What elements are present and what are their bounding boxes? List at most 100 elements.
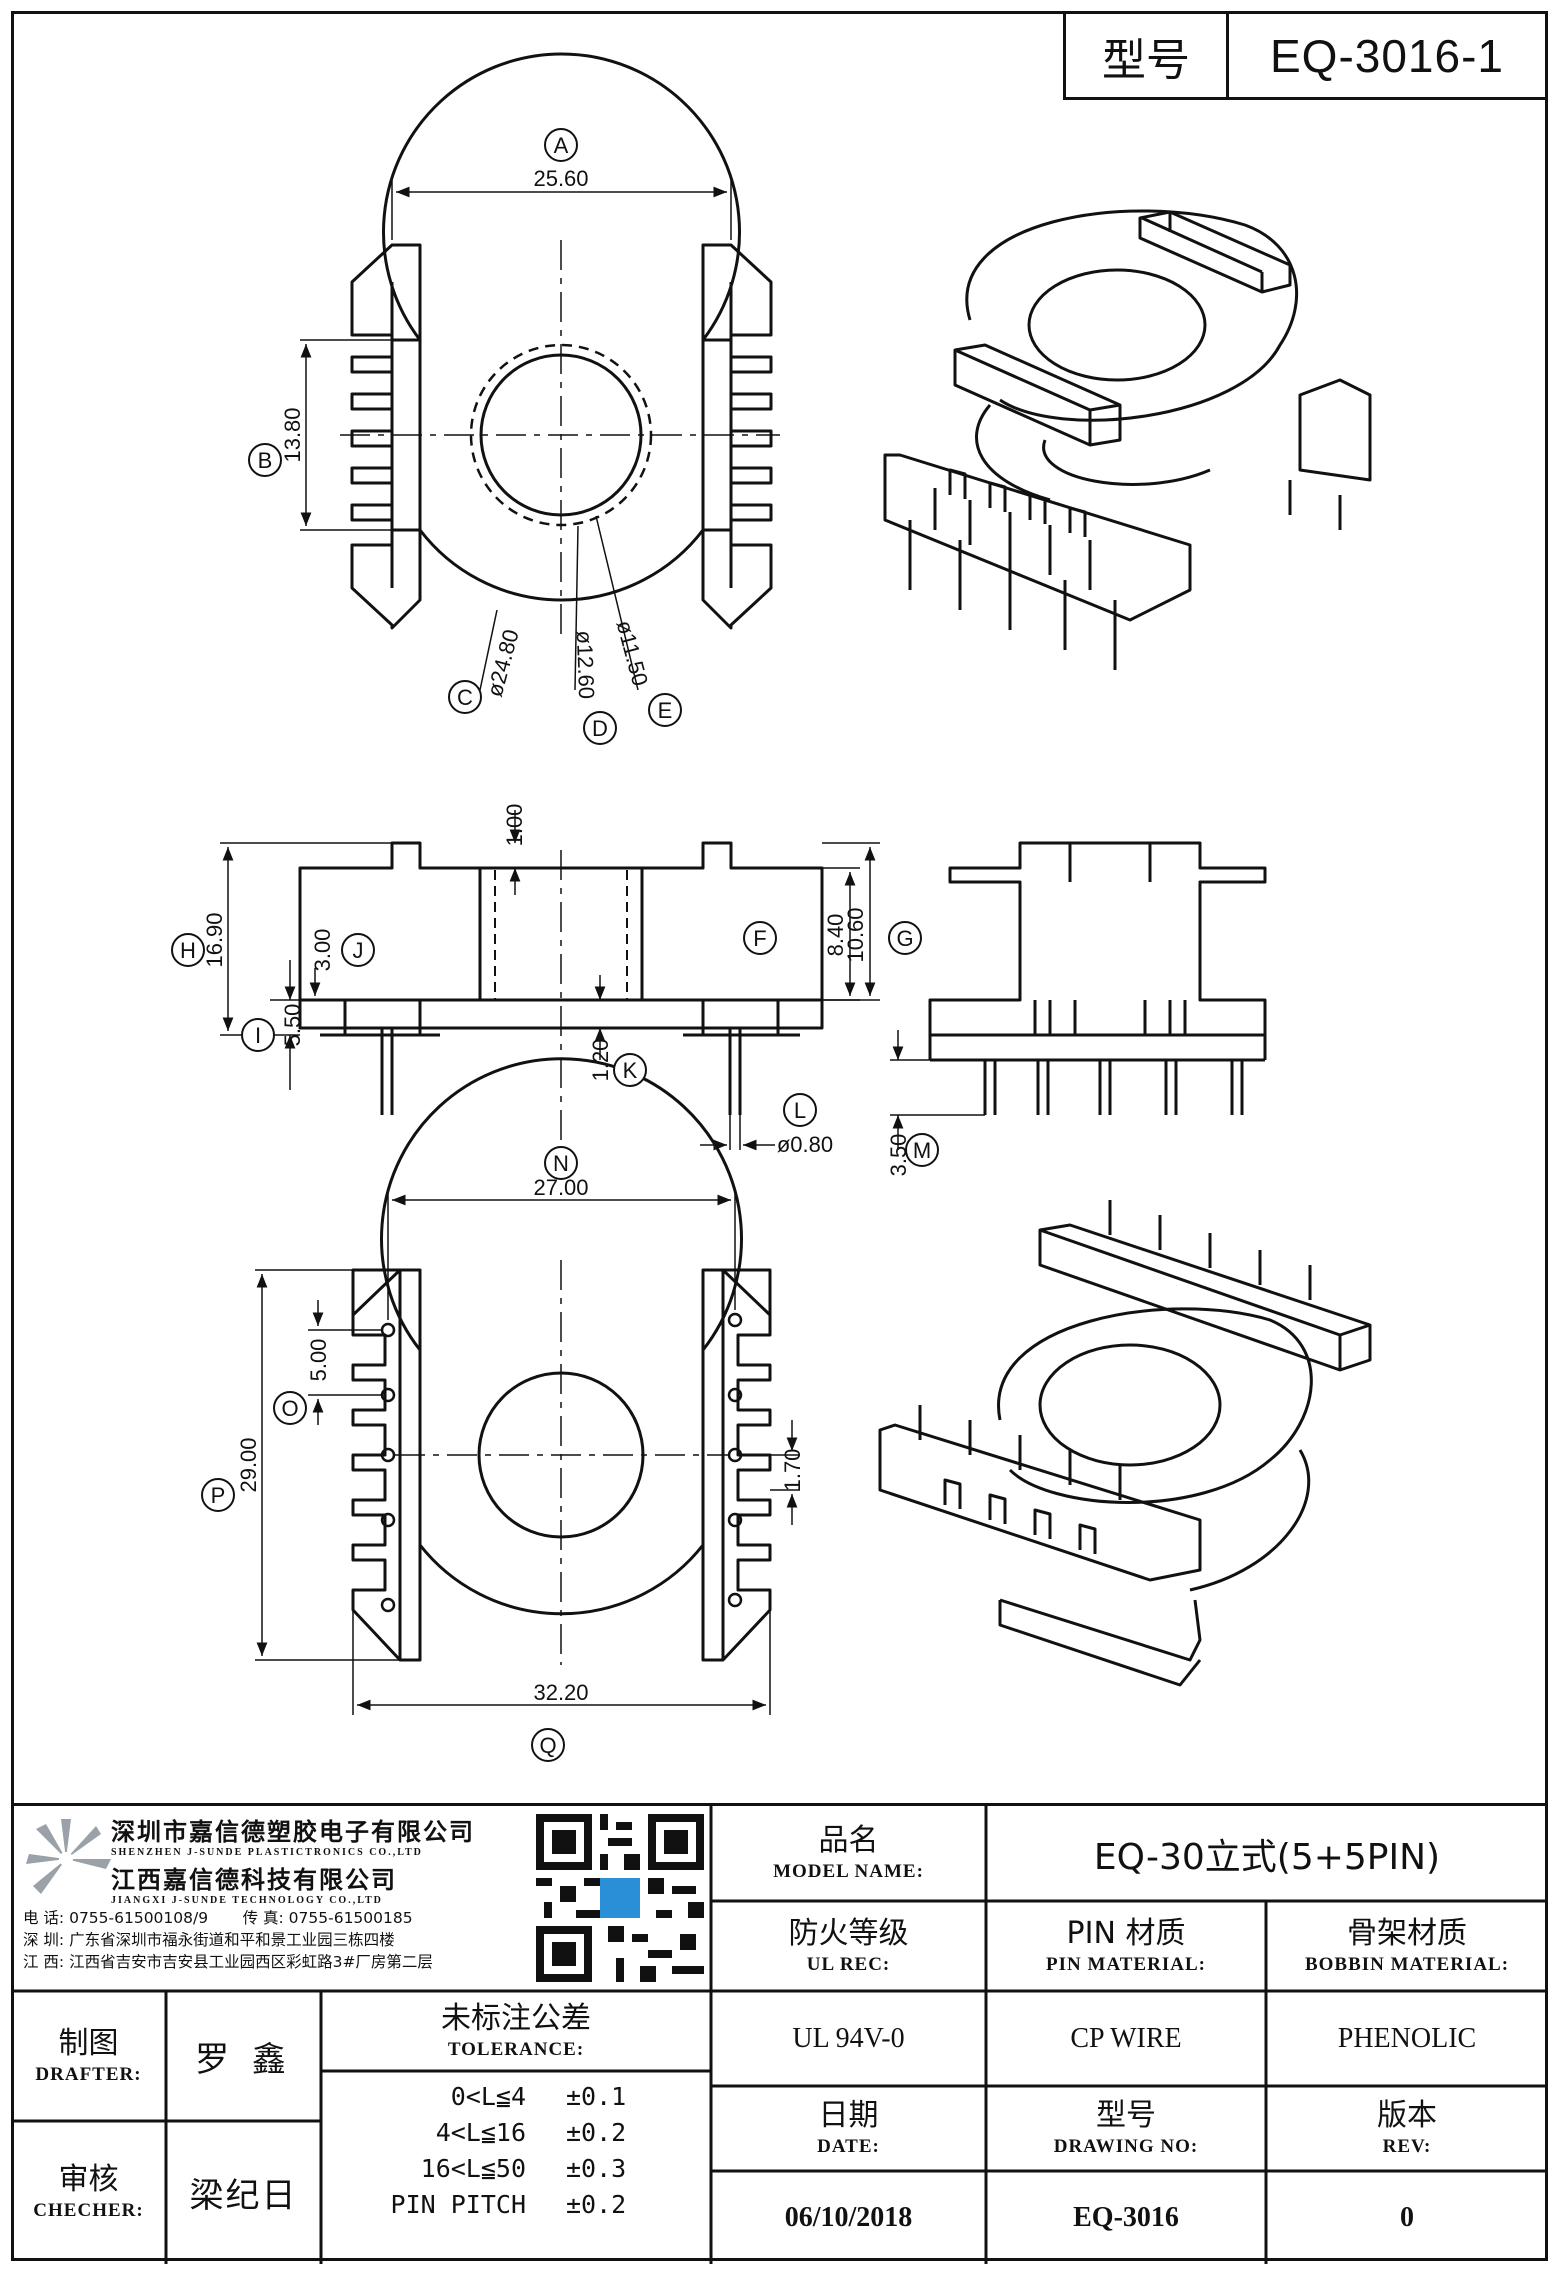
tolerance-row: 16<L≦50 ±0.3 <box>321 2150 711 2186</box>
company-phone: 电 话: 0755-61500108/9 <box>23 1909 209 1927</box>
front-view <box>220 810 880 1151</box>
model-label: 型号 <box>1066 14 1229 97</box>
title-block: 深圳市嘉信德塑胶电子有限公司 SHENZHEN J-SUNDE PLASTICT… <box>11 1803 1548 2264</box>
callout-O: O <box>281 1396 298 1421</box>
bobbin-material-zh: 骨架材质 <box>1347 1915 1467 1951</box>
dim-I: 5.50 <box>280 1004 305 1047</box>
company-name-jx: 江西嘉信德科技有限公司 <box>111 1866 397 1894</box>
top-view <box>300 52 780 691</box>
pin-material-header: PIN 材质 PIN MATERIAL: <box>986 1901 1266 1991</box>
company-phone-fax: 电 话: 0755-61500108/9 传 真: 0755-61500185 <box>23 1906 433 1928</box>
callout-C: C <box>457 685 473 710</box>
dim-pitch: 1.70 <box>780 1449 805 1492</box>
dim-K: 1.20 <box>588 1039 613 1082</box>
qr-code <box>536 1814 704 1982</box>
callout-J: J <box>353 938 364 963</box>
dim-O: 5.00 <box>306 1339 331 1382</box>
company-addr-jx: 江 西: 江西省吉安市吉安县工业园西区彩虹路3#厂房第二层 <box>23 1953 433 1971</box>
dim-D: ø12.60 <box>572 630 599 699</box>
bobbin-material-value: PHENOLIC <box>1337 2022 1477 2054</box>
callout-Q: Q <box>539 1733 556 1758</box>
dim-M: 3.50 <box>886 1134 911 1177</box>
ul-rec-header: 防火等级 UL REC: <box>711 1901 986 1991</box>
drafter-value-cell: 罗 鑫 <box>166 1991 321 2121</box>
rev-zh: 版本 <box>1377 2098 1437 2133</box>
drawing-no-header: 型号 DRAWING NO: <box>986 2086 1266 2171</box>
checker-value: 梁纪日 <box>189 2176 298 2216</box>
drawing-no-zh: 型号 <box>1096 2098 1156 2133</box>
model-value: EQ-3016-1 <box>1269 29 1504 82</box>
pin-material-en: PIN MATERIAL: <box>1046 1953 1206 1975</box>
engineering-drawing: A B C D E F G H I J K L M N O P Q 25.60 … <box>171 52 1372 1762</box>
rev-value: 0 <box>1400 2201 1414 2233</box>
tolerance-row: PIN PITCH ±0.2 <box>321 2186 711 2222</box>
model-box: 型号 EQ-3016-1 <box>1063 14 1545 100</box>
model-name-value: EQ-30立式(5+5PIN) <box>1093 1836 1441 1878</box>
pin-material-value-cell: CP WIRE <box>986 1991 1266 2086</box>
callout-B: B <box>258 448 273 473</box>
tolerance-en: TOLERANCE: <box>447 2038 585 2060</box>
company-logo <box>26 1819 111 1894</box>
drafter-value: 罗 鑫 <box>195 2039 292 2080</box>
title-block-grid <box>11 1806 1548 2264</box>
tol-value: ±0.1 <box>566 2081 627 2111</box>
callout-G: G <box>896 926 913 951</box>
iso-view-top <box>883 209 1372 670</box>
callout-I: I <box>255 1023 261 1048</box>
ul-rec-zh: 防火等级 <box>788 1915 909 1951</box>
company-name-jx-en: JIANGXI J-SUNDE TECHNOLOGY CO.,LTD <box>111 1895 383 1906</box>
company-block: 深圳市嘉信德塑胶电子有限公司 SHENZHEN J-SUNDE PLASTICT… <box>11 1806 711 1991</box>
drawing-no-value: EQ-3016 <box>1073 2201 1179 2233</box>
ul-rec-value-cell: UL 94V-0 <box>711 1991 986 2086</box>
tolerance-table: 0<L≦4 ±0.1 4<L≦16 ±0.2 16<L≦50 ±0.3 PIN … <box>321 2078 711 2222</box>
tolerance-zh: 未标注公差 <box>441 2000 591 2036</box>
company-fax: 传 真: 0755-61500185 <box>242 1909 413 1927</box>
callout-F: F <box>753 926 766 951</box>
dim-N: 27.00 <box>533 1175 588 1200</box>
bobbin-material-value-cell: PHENOLIC <box>1266 1991 1548 2086</box>
date-value: 06/10/2018 <box>784 2201 913 2233</box>
tol-range: PIN PITCH <box>390 2189 526 2219</box>
callout-E: E <box>658 698 673 723</box>
tol-value: ±0.3 <box>566 2153 627 2183</box>
date-zh: 日期 <box>818 2098 879 2133</box>
side-view <box>890 841 1267 1150</box>
drafter-header: 制图 DRAFTER: <box>11 1991 166 2121</box>
bobbin-material-en: BOBBIN MATERIAL: <box>1304 1953 1510 1975</box>
dim-P: 29.00 <box>236 1437 261 1492</box>
callout-H: H <box>180 938 196 963</box>
company-addr-sz: 深 圳: 广东省深圳市福永街道和平和景工业园三栋四楼 <box>23 1931 395 1949</box>
rev-header: 版本 REV: <box>1266 2086 1548 2171</box>
tolerance-row: 0<L≦4 ±0.1 <box>321 2078 711 2114</box>
callout-D: D <box>592 716 608 741</box>
callout-P: P <box>211 1483 226 1508</box>
tol-value: ±0.2 <box>566 2189 627 2219</box>
model-name-en: MODEL NAME: <box>773 1861 924 1882</box>
date-header: 日期 DATE: <box>711 2086 986 2171</box>
bobbin-material-header: 骨架材质 BOBBIN MATERIAL: <box>1266 1901 1548 1991</box>
callout-L: L <box>794 1098 806 1123</box>
rev-value-cell: 0 <box>1266 2171 1548 2264</box>
drawing-no-en: DRAWING NO: <box>1053 2136 1199 2157</box>
callout-M: M <box>913 1138 931 1163</box>
callout-N: N <box>553 1151 569 1176</box>
drafter-zh: 制图 <box>58 2025 119 2061</box>
dim-H: 16.90 <box>202 912 227 967</box>
dim-Q: 32.20 <box>533 1680 588 1705</box>
pin-material-zh: PIN 材质 <box>1066 1915 1186 1951</box>
callouts: A B C D E F G H I J K L M N O P Q <box>171 128 939 1762</box>
tol-range: 16<L≦50 <box>420 2153 526 2183</box>
model-name-zh: 品名 <box>818 1823 879 1858</box>
dim-J: 3.00 <box>310 929 335 972</box>
sheet-border <box>11 11 1548 2261</box>
drafter-en: DRAFTER: <box>35 2063 142 2085</box>
ul-rec-en: UL REC: <box>806 1953 891 1975</box>
dim-top-gap: 1.00 <box>502 804 527 847</box>
model-name-header: 品名 MODEL NAME: <box>711 1806 986 1901</box>
dim-F: 8.40 <box>823 914 848 957</box>
pin-material-value: CP WIRE <box>1070 2022 1182 2054</box>
dim-B: 13.80 <box>280 407 305 462</box>
checker-value-cell: 梁纪日 <box>166 2121 321 2264</box>
dim-L: ø0.80 <box>777 1132 833 1157</box>
